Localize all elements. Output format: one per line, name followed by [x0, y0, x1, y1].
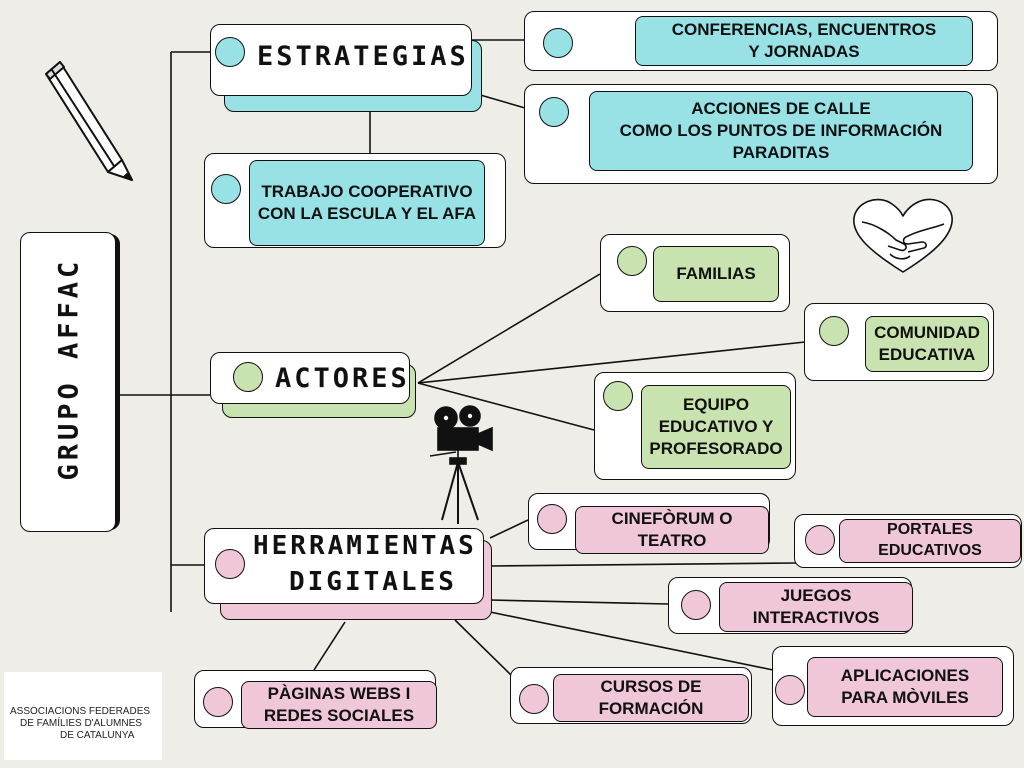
- herramientas-item-juegos-interactivos[interactable]: JUEGOS INTERACTIVOS: [668, 577, 913, 634]
- film-camera-icon: [429, 405, 493, 524]
- heart-hug-icon: [853, 198, 953, 273]
- herramientas-label-line2: DIGITALES: [289, 567, 457, 597]
- item-bullet: [603, 381, 633, 411]
- item-bullet: [537, 504, 567, 534]
- logo-line-2: DE FAMÍLIES D'ALUMNES: [20, 718, 142, 729]
- herramientas-item-portales-educativos[interactable]: PORTALES EDUCATIVOS: [794, 514, 1022, 568]
- item-bullet: [543, 28, 573, 58]
- logo-line-3: DE CATALUNYA: [60, 730, 135, 741]
- estrategias-item-trabajo-cooperativo[interactable]: TRABAJO COOPERATIVO CON LA ESCULA Y EL A…: [204, 153, 506, 248]
- item-label: CONFERENCIAS, ENCUENTROS Y JORNADAS: [635, 16, 973, 66]
- estrategias-bullet: [215, 37, 245, 67]
- logo-line-1: ASSOCIACIONS FEDERADES: [10, 706, 151, 717]
- item-bullet: [819, 316, 849, 346]
- herramientas-bullet: [215, 549, 245, 579]
- actores-bullet: [233, 362, 263, 392]
- actores-node[interactable]: ACTORES: [210, 352, 410, 404]
- herramientas-item-paginas-webs[interactable]: PÀGINAS WEBS I REDES SOCIALES: [194, 670, 437, 729]
- item-label: APLICACIONES PARA MÒVILES: [807, 657, 1003, 717]
- item-label: CINEFÒRUM O TEATRO: [575, 506, 769, 554]
- affac-logo-text: ASSOCIACIONS FEDERADES DE FAMÍLIES D'ALU…: [4, 672, 162, 760]
- root-node[interactable]: GRUPO AFFAC: [20, 232, 116, 532]
- item-bullet: [211, 174, 241, 204]
- item-label: PÀGINAS WEBS I REDES SOCIALES: [241, 681, 437, 729]
- item-label: TRABAJO COOPERATIVO CON LA ESCULA Y EL A…: [249, 160, 485, 246]
- item-bullet: [203, 687, 233, 717]
- item-bullet: [519, 684, 549, 714]
- item-label: PORTALES EDUCATIVOS: [839, 519, 1021, 563]
- actores-item-equipo-educativo[interactable]: EQUIPO EDUCATIVO Y PROFESORADO: [594, 372, 796, 480]
- pencil-icon: [45, 61, 133, 181]
- item-bullet: [681, 590, 711, 620]
- item-label: ACCIONES DE CALLE COMO LOS PUNTOS DE INF…: [589, 91, 973, 171]
- item-label: JUEGOS INTERACTIVOS: [719, 582, 913, 632]
- actores-item-familias[interactable]: FAMILIAS: [600, 234, 790, 312]
- item-label: CURSOS DE FORMACIÓN: [553, 674, 749, 722]
- estrategias-label: ESTRATEGIAS: [257, 41, 469, 72]
- herramientas-item-cineforum[interactable]: CINEFÒRUM O TEATRO: [528, 493, 770, 554]
- item-label: EQUIPO EDUCATIVO Y PROFESORADO: [641, 385, 791, 469]
- item-bullet: [805, 525, 835, 555]
- actores-label: ACTORES: [275, 363, 410, 394]
- estrategias-node[interactable]: ESTRATEGIAS: [210, 24, 472, 96]
- herramientas-item-aplicaciones-moviles[interactable]: APLICACIONES PARA MÒVILES: [772, 646, 1014, 726]
- herramientas-label-line1: HERRAMIENTAS: [253, 531, 477, 561]
- herramientas-node[interactable]: HERRAMIENTAS DIGITALES: [204, 528, 484, 604]
- item-bullet: [539, 97, 569, 127]
- item-label: FAMILIAS: [653, 246, 779, 302]
- item-bullet: [775, 675, 805, 705]
- estrategias-item-acciones-calle[interactable]: ACCIONES DE CALLE COMO LOS PUNTOS DE INF…: [524, 84, 998, 184]
- root-node-label: GRUPO AFFAC: [53, 257, 85, 481]
- item-label: COMUNIDAD EDUCATIVA: [865, 316, 989, 372]
- item-bullet: [617, 246, 647, 276]
- herramientas-item-cursos-formacion[interactable]: CURSOS DE FORMACIÓN: [510, 667, 752, 724]
- estrategias-item-conferencias[interactable]: CONFERENCIAS, ENCUENTROS Y JORNADAS: [524, 11, 998, 71]
- actores-item-comunidad-educativa[interactable]: COMUNIDAD EDUCATIVA: [804, 303, 994, 381]
